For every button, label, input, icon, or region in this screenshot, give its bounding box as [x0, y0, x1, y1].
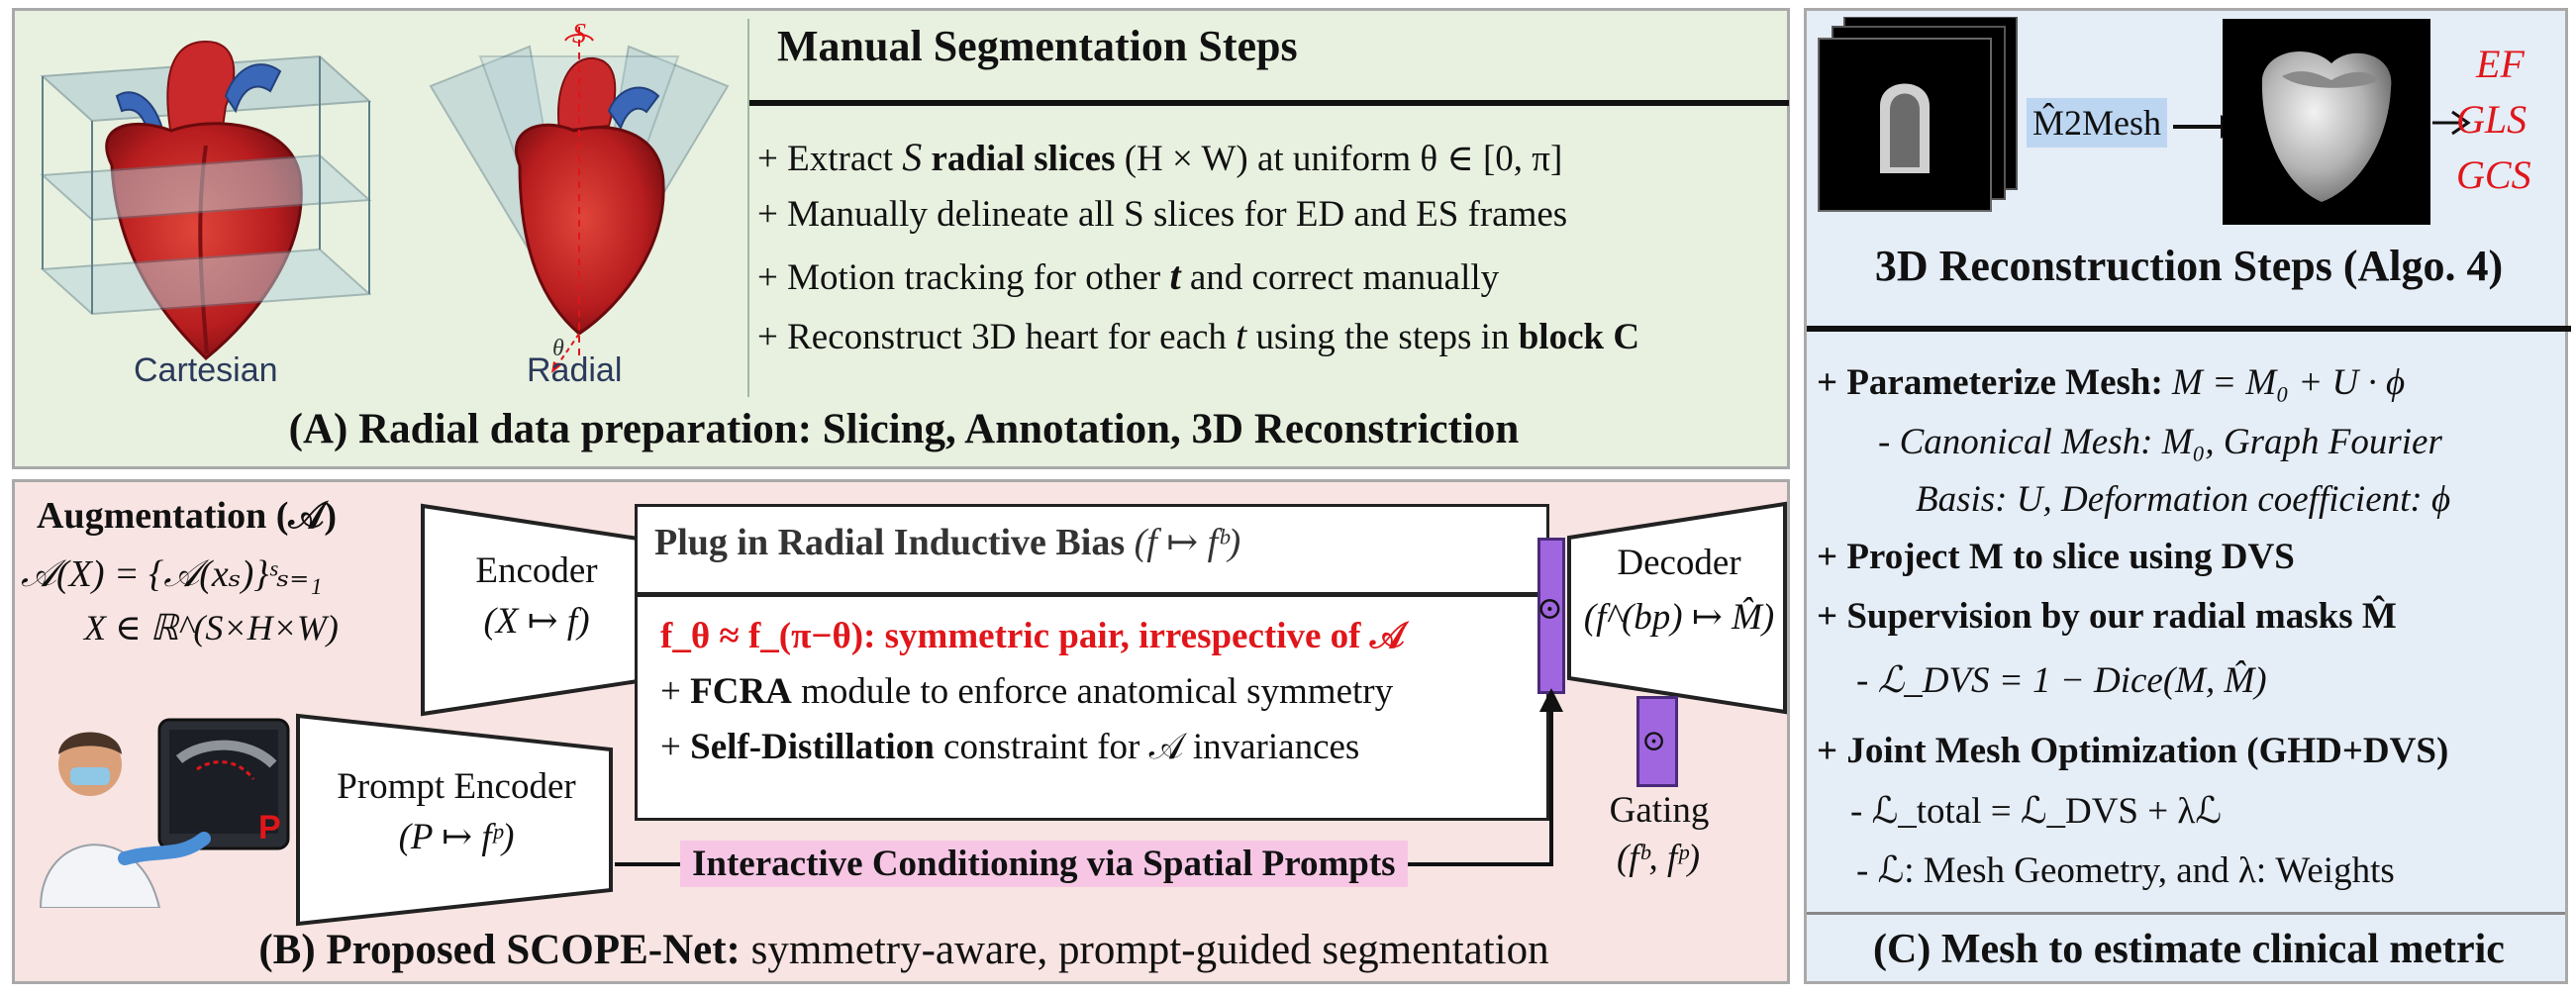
- augmentation-title: Augmentation (𝒜): [37, 495, 337, 537]
- self-distillation-line: + Self-Distillation constraint for 𝒜 inv…: [660, 727, 1360, 767]
- m2mesh-label: M̂2Mesh: [2027, 98, 2168, 148]
- parameterize-mesh-line: + Parameterize Mesh: M = M₀ + U · ϕ: [1817, 362, 2406, 403]
- panel-a-radial-data-preparation: Cartesian S θ Radial Manual Segmentation…: [12, 8, 1790, 469]
- manual-segmentation-title: Manual Segmentation Steps: [777, 22, 1298, 70]
- gate-fusion-bar: [1537, 538, 1565, 694]
- encoder-label: Encoder: [475, 550, 598, 591]
- dvs-loss-line: - ℒ_DVS = 1 − Dice(M, M̂): [1856, 660, 2267, 701]
- mask-stack-image: [1818, 17, 2018, 212]
- basis-line: Basis: U, Deformation coefficient: ϕ: [1916, 479, 2451, 520]
- prompt-encoder-block: [296, 713, 613, 927]
- panel-a-title-rule: [749, 100, 1789, 106]
- symmetric-pair-line: f_θ ≈ f_(π−θ): symmetric pair, irrespect…: [660, 616, 1405, 656]
- step-reconstruct-3d: + Reconstruct 3D heart for each t using …: [757, 313, 1640, 357]
- metrics-arrow: [2432, 110, 2471, 136]
- gating-label: Gating: [1609, 790, 1710, 831]
- step-extract-slices: + Extract S radial slices (H × W) at uni…: [757, 135, 1563, 179]
- inductive-bias-rule: [638, 592, 1546, 597]
- encoder-mapping: (X ↦ f): [483, 601, 590, 642]
- panel-a-caption: (A) Radial data preparation: Slicing, An…: [288, 406, 1520, 452]
- supervision-line: + Supervision by our radial masks M̂: [1817, 596, 2397, 637]
- theta-label: θ: [552, 336, 564, 361]
- gating-odot-icon: ⊙: [1641, 725, 1667, 757]
- panel-b-scope-net: Augmentation (𝒜) 𝒜(X) = {𝒜(xₛ)}ˢₛ₌₁ X ∈ …: [12, 479, 1790, 984]
- reconstruction-steps-title: 3D Reconstruction Steps (Algo. 4): [1874, 242, 2504, 290]
- interactive-conditioning-label: Interactive Conditioning via Spatial Pro…: [680, 841, 1408, 887]
- panel-c-caption: (C) Mesh to estimate clinical metric: [1873, 927, 2505, 972]
- gating-arguments: (fᵇ, fᵖ): [1616, 838, 1701, 878]
- panel-c-title-rule: [1807, 326, 2571, 332]
- input-space-equation: X ∈ ℝ^(S×H×W): [84, 608, 339, 647]
- project-mesh-line: + Project M to slice using DVS: [1817, 537, 2295, 577]
- decoder-mapping: (f^(bp) ↦ M̂): [1583, 597, 1775, 638]
- joint-optimization-line: + Joint Mesh Optimization (GHD+DVS): [1817, 731, 2449, 771]
- fusion-odot-icon: ⊙: [1536, 590, 1563, 626]
- panel-a-divider: [747, 19, 749, 397]
- gating-block: [1636, 696, 1678, 787]
- panel-b-caption: (B) Proposed SCOPE-Net: symmetry-aware, …: [258, 927, 1549, 973]
- metric-gcs: GCS: [2456, 152, 2531, 197]
- step-delineate-slices: + Manually delineate all S slices for ED…: [757, 194, 1568, 235]
- clinician-illustration: [39, 718, 290, 908]
- fcra-line: + FCRA module to enforce anatomical symm…: [660, 671, 1394, 712]
- prompt-marker: P: [258, 809, 281, 847]
- metric-gls: GLS: [2456, 97, 2527, 142]
- radial-label: Radial: [527, 351, 623, 389]
- metric-ef: EF: [2476, 42, 2525, 86]
- cartesian-label: Cartesian: [134, 351, 278, 389]
- prompt-connector: [615, 688, 1563, 866]
- panel-c-mesh-reconstruction: M̂2Mesh EF GLS GCS 3D Reconstruction Ste…: [1804, 8, 2571, 984]
- step-motion-tracking: + Motion tracking for other t and correc…: [757, 253, 1500, 298]
- decoder-label: Decoder: [1617, 543, 1741, 583]
- prompt-encoder-label: Prompt Encoder: [337, 766, 576, 807]
- radial-heart-illustration: [429, 27, 730, 373]
- canonical-mesh-line: - Canonical Mesh: M₀, Graph Fourier: [1878, 422, 2442, 462]
- s-axis-label: S: [572, 19, 586, 50]
- total-loss-line: - ℒ_total = ℒ_DVS + λℒ: [1850, 791, 2222, 832]
- augmentation-equation: 𝒜(X) = {𝒜(xₛ)}ˢₛ₌₁: [21, 553, 323, 595]
- mesh-geometry-line: - ℒ: Mesh Geometry, and λ: Weights: [1856, 850, 2395, 891]
- mesh-render-image: [2223, 19, 2430, 225]
- panel-c-caption-rule: [1807, 912, 2565, 915]
- decoder-block: [1567, 501, 1787, 715]
- prompt-encoder-mapping: (P ↦ fᵖ): [398, 817, 515, 857]
- inductive-bias-title: Plug in Radial Inductive Bias (f ↦ fᵇ): [654, 522, 1241, 563]
- cartesian-heart-illustration: [40, 40, 372, 361]
- radial-inductive-bias-block: [635, 504, 1549, 821]
